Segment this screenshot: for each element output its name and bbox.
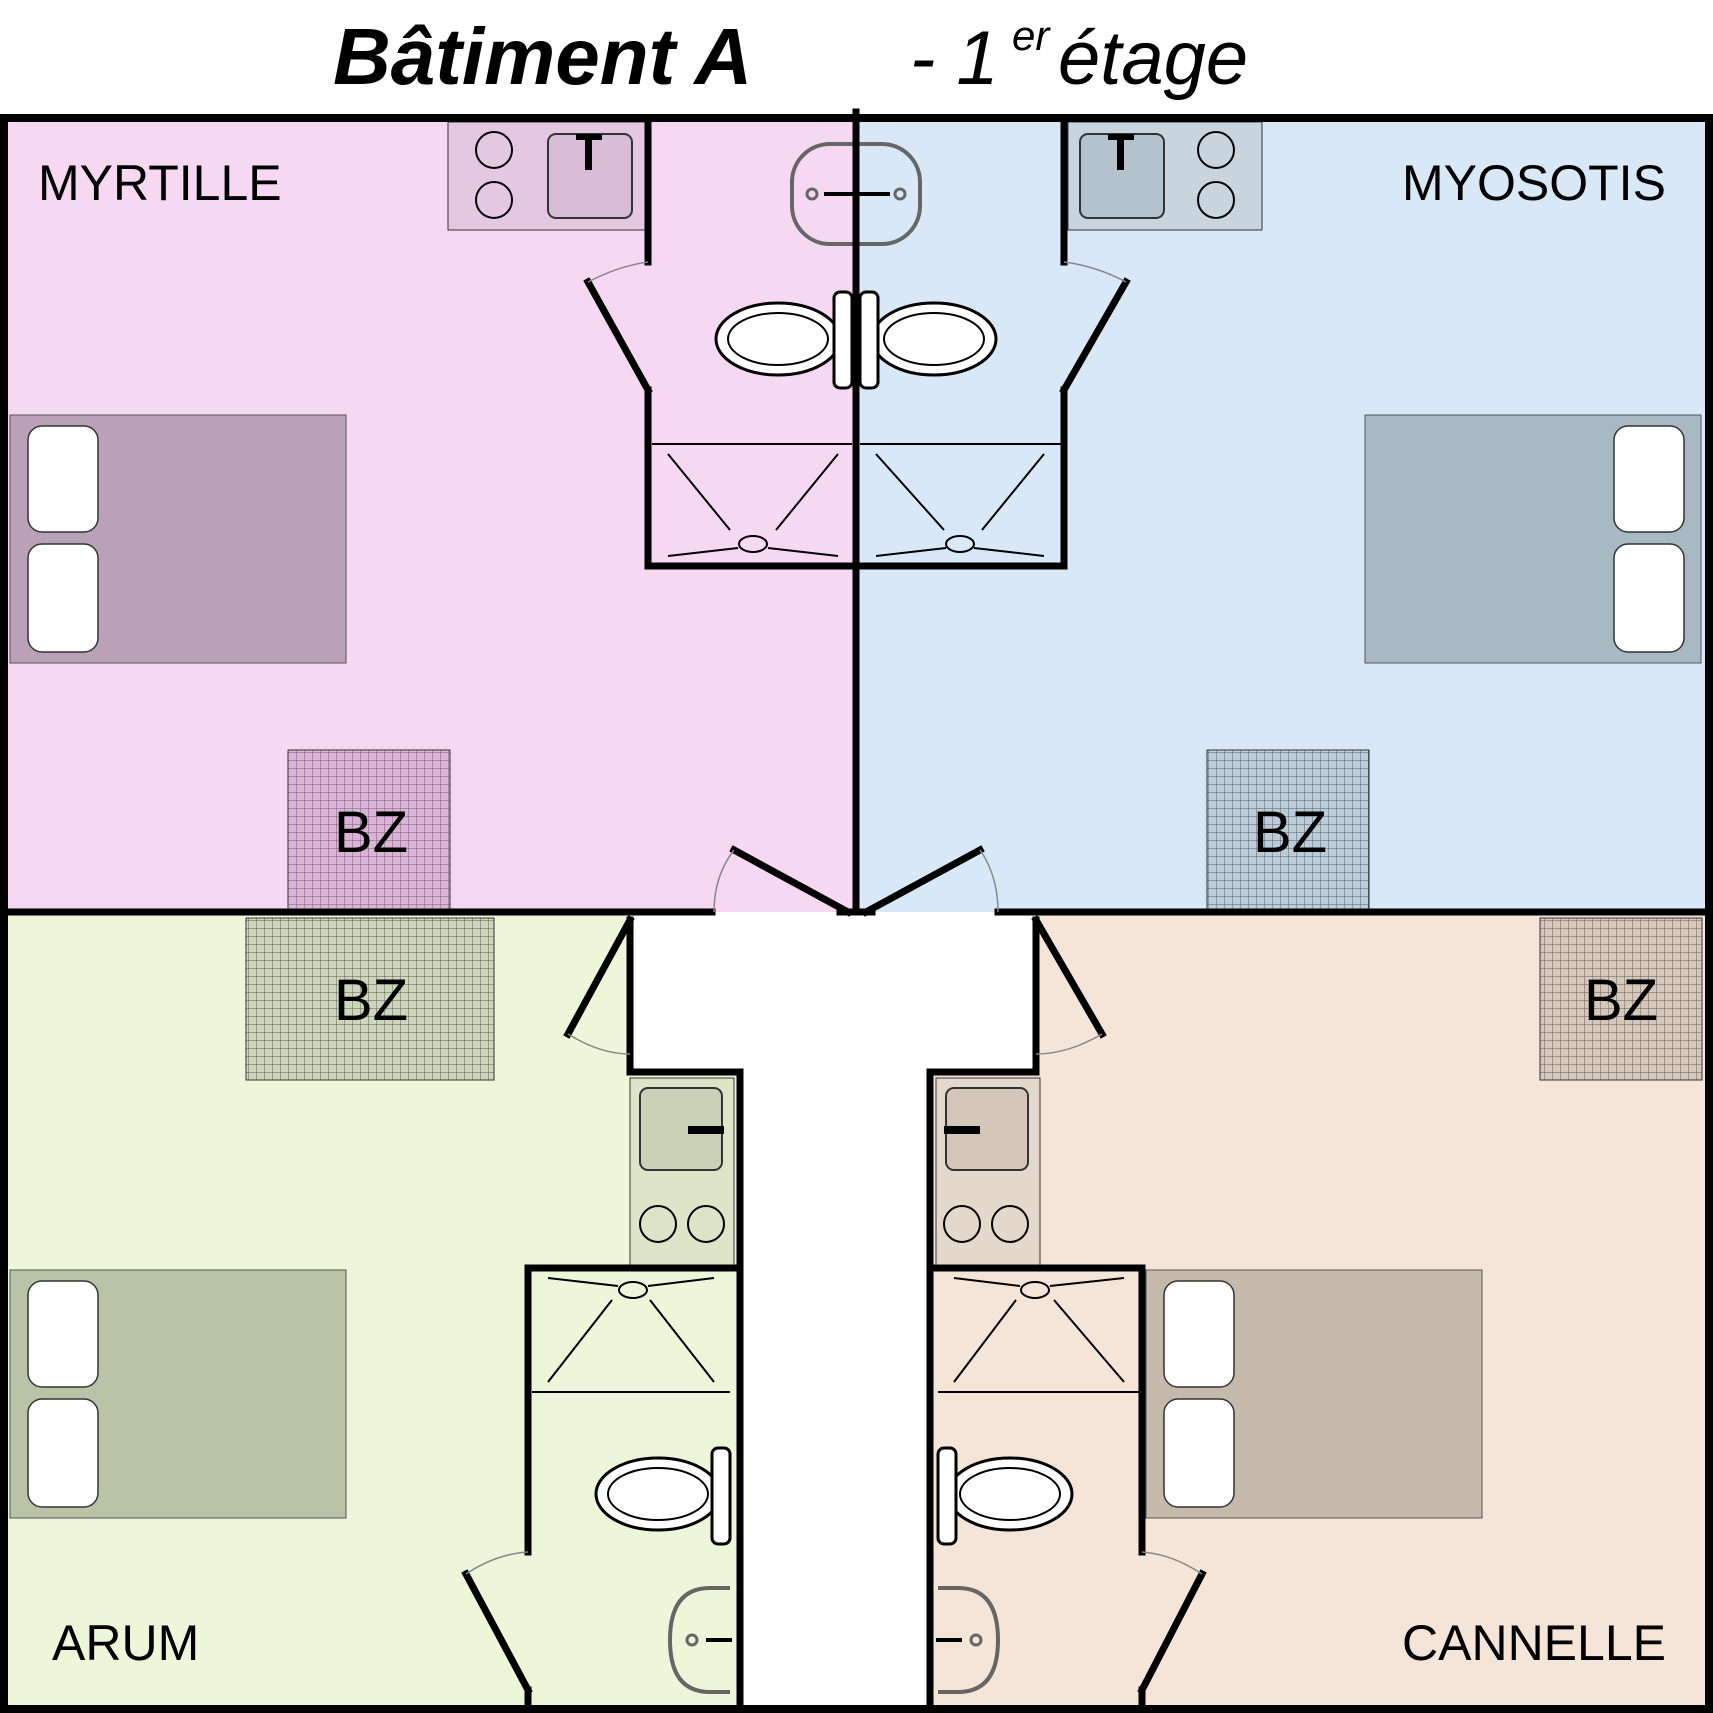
room-arum: ARUM BZ — [9, 917, 735, 1694]
title-superscript: er — [1012, 12, 1051, 59]
walls — [0, 108, 1713, 1713]
page-title: Bâtiment A - 1 er étage — [333, 12, 1248, 101]
room-cannelle: CANNELLE BZ — [935, 917, 1703, 1694]
bz-label-myrtille: BZ — [334, 800, 408, 865]
door-icon — [861, 845, 999, 917]
kitchenette-icon — [629, 1077, 735, 1269]
sofa-bed-icon: BZ — [1539, 917, 1703, 1081]
bed-icon — [9, 1269, 347, 1519]
door-icon — [583, 261, 653, 395]
bed-icon — [1145, 1269, 1483, 1519]
door-icon — [713, 845, 853, 917]
sink-icon — [667, 1586, 732, 1694]
shower-icon — [860, 443, 1064, 557]
sink-icon — [936, 1586, 1001, 1694]
corridor — [630, 912, 1036, 1072]
title-rest: étage — [1058, 16, 1248, 101]
sofa-bed-icon: BZ — [245, 917, 495, 1081]
room-myrtille: MYRTILLE BZ — [9, 121, 649, 911]
door-icon — [1031, 915, 1107, 1055]
toilet-icon — [714, 290, 854, 390]
bz-label-arum: BZ — [334, 968, 408, 1033]
door-icon — [1137, 1551, 1207, 1713]
room-label-arum: ARUM — [52, 1615, 199, 1671]
bz-label-myosotis: BZ — [1253, 800, 1327, 865]
toilet-icon — [594, 1446, 732, 1546]
door-icon — [1059, 261, 1131, 395]
door-icon — [461, 1551, 533, 1713]
toilet-icon — [936, 1446, 1074, 1546]
bed-icon — [9, 414, 347, 664]
sofa-bed-icon: BZ — [287, 749, 451, 911]
bed-icon — [1364, 414, 1702, 664]
bz-label-cannelle: BZ — [1584, 968, 1658, 1033]
title-floor: - 1 — [910, 16, 999, 101]
shower-icon — [652, 443, 852, 557]
room-myosotis: MYOSOTIS BZ — [1067, 121, 1702, 911]
room-label-myrtille: MYRTILLE — [38, 155, 282, 211]
kitchenette-icon — [447, 121, 649, 231]
title-main: Bâtiment A — [333, 12, 752, 101]
toilet-icon — [858, 290, 998, 390]
bathroom-top — [652, 142, 1064, 557]
sofa-bed-icon: BZ — [1206, 749, 1370, 911]
shower-icon — [938, 1277, 1140, 1393]
kitchenette-icon — [1067, 121, 1263, 231]
room-label-myosotis: MYOSOTIS — [1402, 155, 1666, 211]
room-label-cannelle: CANNELLE — [1402, 1615, 1666, 1671]
door-icon — [563, 915, 635, 1055]
kitchenette-icon — [935, 1077, 1041, 1269]
shower-icon — [532, 1277, 730, 1393]
corridor-stem — [740, 1072, 930, 1707]
